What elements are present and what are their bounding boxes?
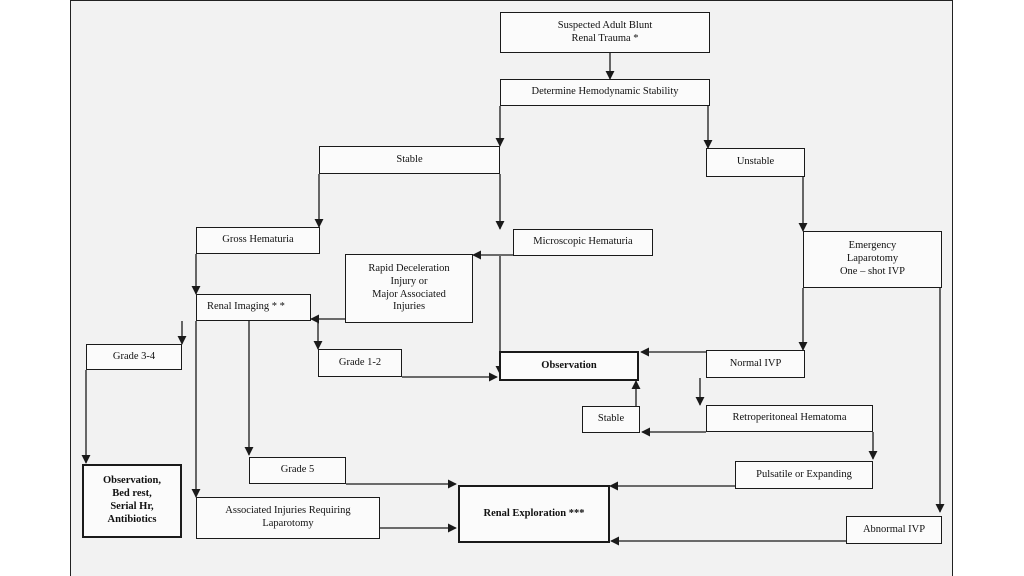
node-renal-exploration: Renal Exploration ***: [458, 485, 610, 543]
node-stable-retro: Stable: [582, 406, 640, 433]
node-emergency-laparotomy: Emergency Laparotomy One – shot IVP: [803, 231, 942, 288]
node-stable: Stable: [319, 146, 500, 174]
node-unstable: Unstable: [706, 148, 805, 177]
node-abnormal-ivp: Abnormal IVP: [846, 516, 942, 544]
node-gross-hematuria: Gross Hematuria: [196, 227, 320, 254]
node-suspected-trauma: Suspected Adult Blunt Renal Trauma *: [500, 12, 710, 53]
node-rapid-deceleration: Rapid Deceleration Injury or Major Assoc…: [345, 254, 473, 323]
node-grade-3-4: Grade 3-4: [86, 344, 182, 370]
node-normal-ivp: Normal IVP: [706, 350, 805, 378]
node-retroperitoneal-hematoma: Retroperitoneal Hematoma: [706, 405, 873, 432]
node-grade-1-2: Grade 1-2: [318, 349, 402, 377]
node-associated-injuries: Associated Injuries Requiring Laparotomy: [196, 497, 380, 539]
node-grade-5: Grade 5: [249, 457, 346, 484]
node-observation-bedrest: Observation, Bed rest, Serial Hr, Antibi…: [82, 464, 182, 538]
node-observation: Observation: [499, 351, 639, 381]
node-renal-imaging: Renal Imaging * *: [196, 294, 311, 321]
node-determine-stability: Determine Hemodynamic Stability: [500, 79, 710, 106]
node-microscopic-hematuria: Microscopic Hematuria: [513, 229, 653, 256]
node-pulsatile-expanding: Pulsatile or Expanding: [735, 461, 873, 489]
